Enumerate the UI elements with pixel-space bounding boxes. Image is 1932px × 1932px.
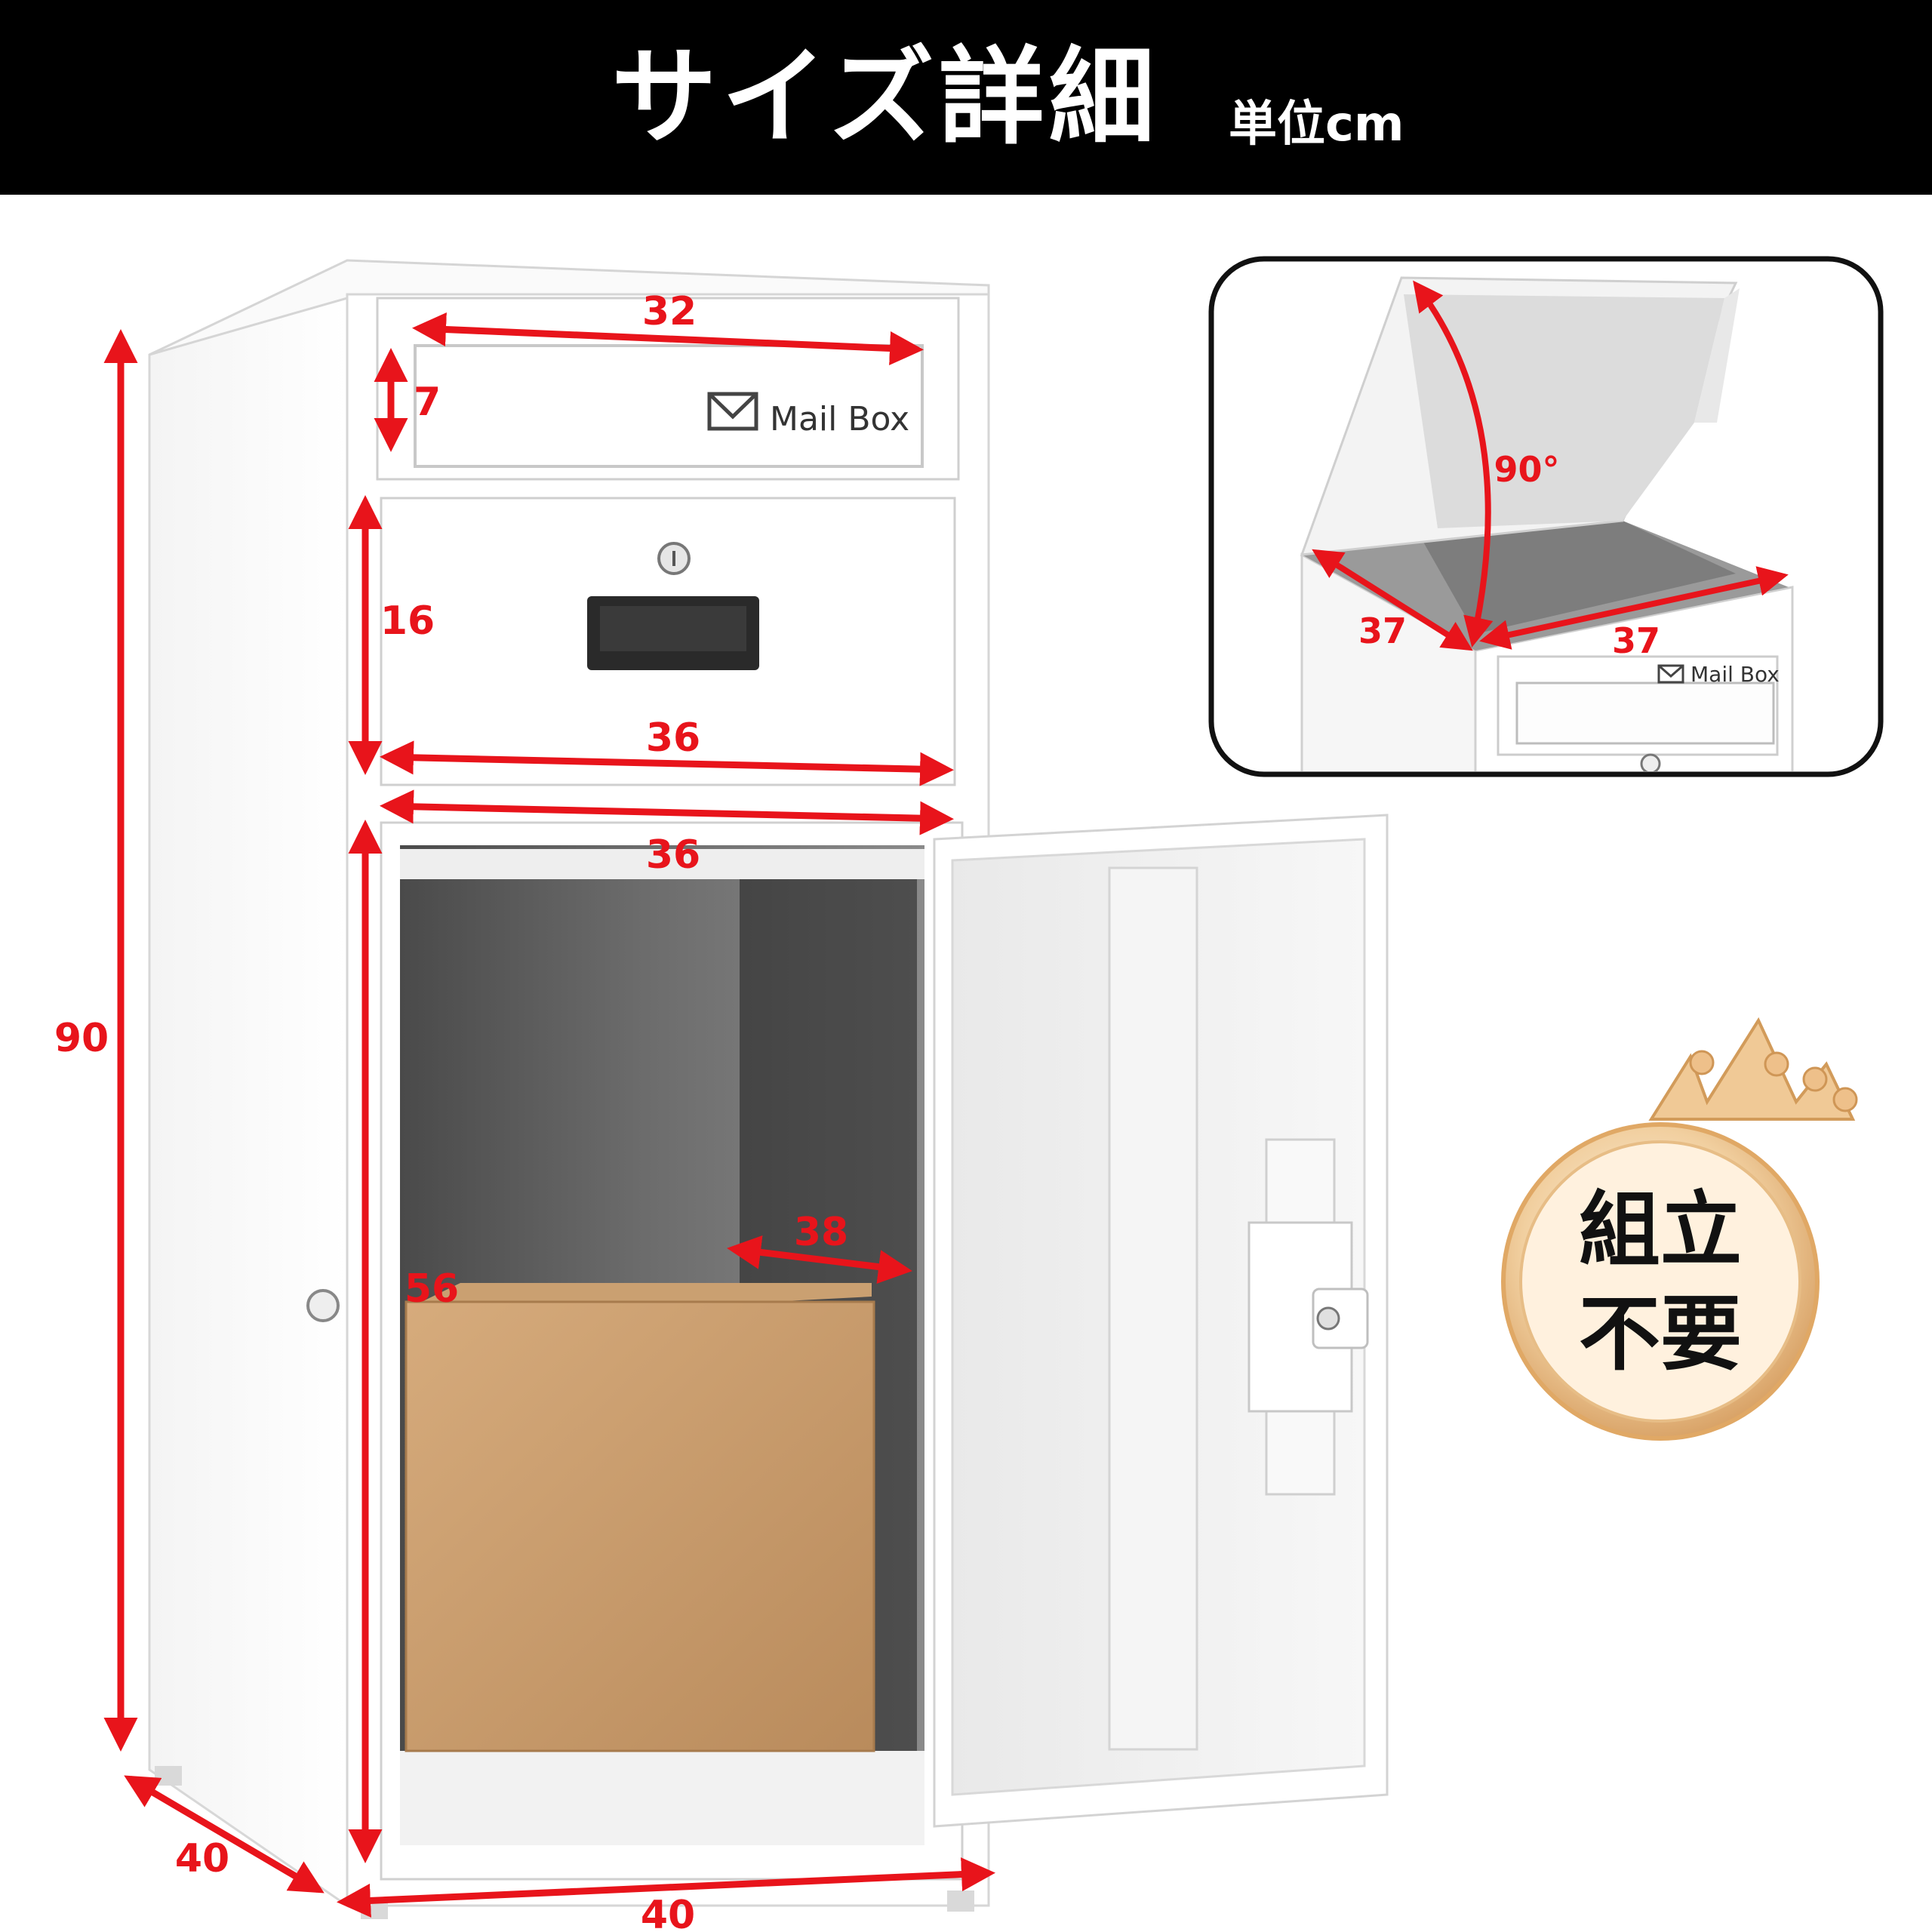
slot-width-line	[412, 312, 924, 365]
depth-inside-line	[727, 1235, 912, 1284]
drawer-height-label: 16	[380, 598, 435, 644]
mailbox-label: Mail Box	[770, 400, 909, 438]
assembly-free-badge: 組立 不要	[1501, 1017, 1858, 1441]
compartment-width-label: 36	[646, 832, 700, 878]
drawer-width-line	[380, 740, 954, 786]
base-depth-line	[124, 1775, 325, 1894]
inset-mailbox-label: Mail Box	[1690, 662, 1780, 687]
slot-width-label: 32	[642, 289, 697, 334]
lid-width-label: 37	[1612, 620, 1660, 661]
lid-width-line	[1479, 566, 1789, 650]
lid-depth-label: 37	[1358, 611, 1407, 651]
drawer-lock-icon	[657, 542, 691, 575]
drawer-width-label: 36	[646, 715, 700, 761]
badge-line2: 不要	[1579, 1287, 1742, 1382]
dimension-lines	[103, 312, 995, 1918]
badge-line1: 組立	[1579, 1183, 1742, 1278]
unit-label: 単位cm	[1229, 97, 1404, 152]
angle-label: 90°	[1494, 449, 1559, 490]
slot-height-label: 7	[414, 380, 441, 425]
inset-lid-detail: Mail Box 90° 37 37	[1208, 256, 1884, 777]
depth-inside-label: 38	[794, 1210, 848, 1255]
envelope-icon	[707, 392, 758, 431]
crown-icon	[1648, 1017, 1858, 1121]
compartment-width-line	[380, 789, 954, 835]
total-height-label: 90	[54, 1016, 109, 1061]
mailbox-cabinet: Mail Box	[148, 259, 1389, 1919]
compartment-height-label: 56	[405, 1266, 459, 1312]
side-lock-icon	[306, 1289, 340, 1322]
lid-depth-line	[1312, 549, 1473, 651]
base-width-line	[337, 1857, 995, 1918]
inset-envelope-icon	[1657, 664, 1684, 684]
cardboard-box	[405, 1283, 875, 1752]
base-width-label: 40	[641, 1893, 695, 1932]
header-banner: サイズ詳細 単位cm	[0, 0, 1932, 195]
door-latch	[1247, 1138, 1369, 1496]
page-title: サイズ詳細	[611, 36, 1159, 159]
dimension-labels: 32 7 16 36 36 38 56 90 40 40	[54, 289, 848, 1932]
base-depth-label: 40	[175, 1836, 229, 1881]
